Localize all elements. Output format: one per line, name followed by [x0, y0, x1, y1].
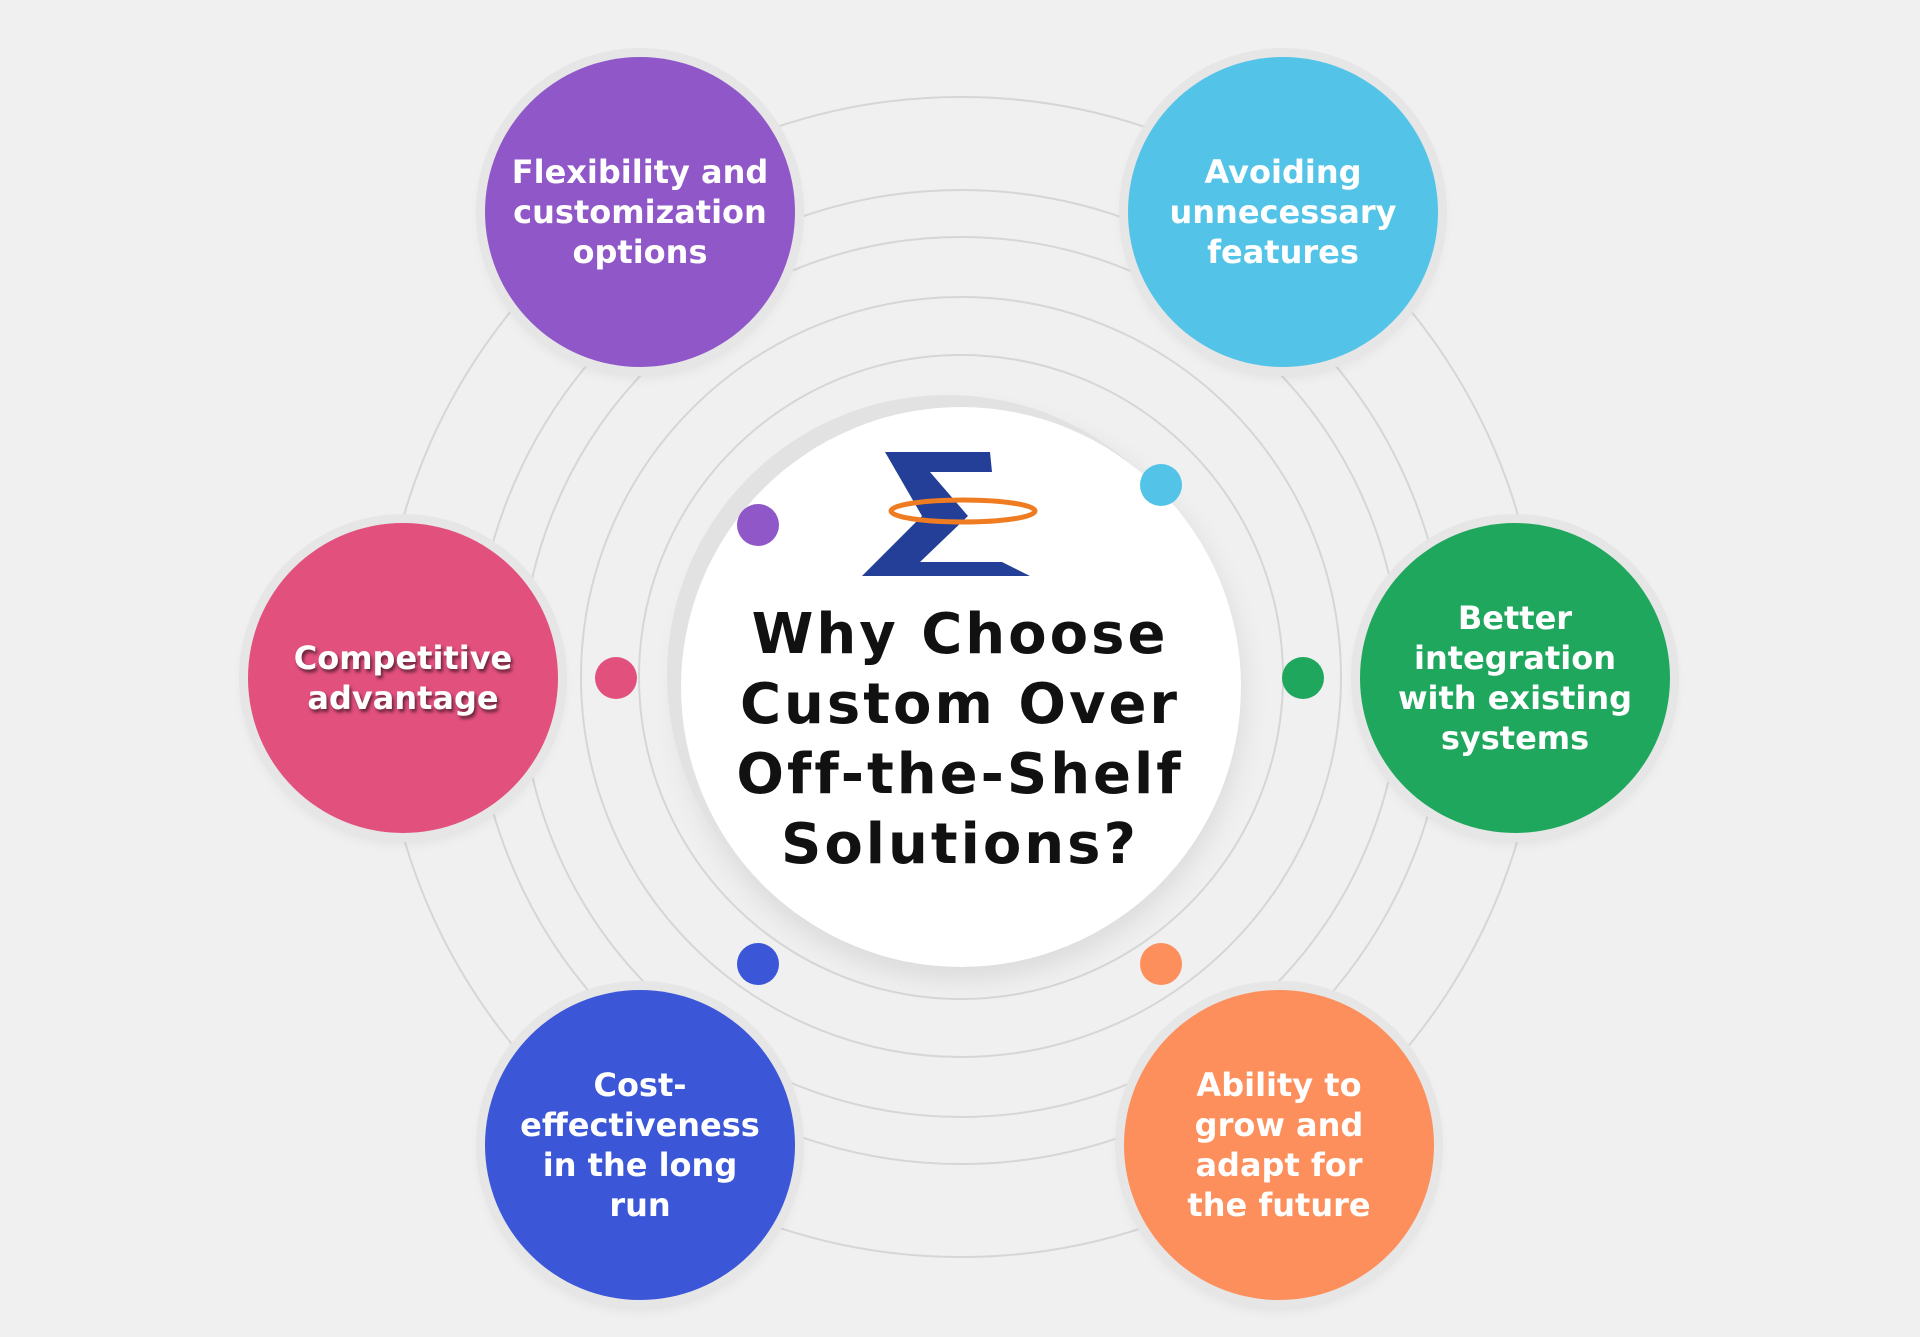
- connector-dot-flexibility: [737, 504, 779, 546]
- bubble-competitive: Competitive advantage: [248, 523, 558, 833]
- connector-dot-integration: [1282, 657, 1324, 699]
- bubble-line: run: [609, 1186, 671, 1224]
- bubble-line: systems: [1440, 719, 1590, 757]
- bubble-line: customization: [513, 193, 767, 231]
- bubble-label: Competitive advantage: [273, 638, 533, 718]
- bubble-label: Better integration with existing systems: [1385, 598, 1645, 758]
- title-line: Solutions?: [781, 812, 1139, 877]
- ring-2: [580, 296, 1342, 1058]
- bubble-label: Flexibility and customization options: [510, 152, 770, 272]
- bubble-growth: Ability to grow and adapt for the future: [1124, 990, 1434, 1300]
- bubble-line: unnecessary: [1169, 193, 1397, 231]
- connector-dot-competitive: [595, 657, 637, 699]
- bubble-line: advantage: [307, 679, 499, 717]
- bubble-label: Cost- effectiveness in the long run: [510, 1065, 770, 1225]
- diagram-title: Why Choose Custom Over Off-the-Shelf Sol…: [700, 600, 1220, 880]
- bubble-line: Avoiding: [1204, 153, 1362, 191]
- bubble-line: effectiveness: [520, 1106, 760, 1144]
- connector-dot-avoiding: [1140, 464, 1182, 506]
- bubble-label: Ability to grow and adapt for the future: [1149, 1065, 1409, 1225]
- connector-dot-growth: [1140, 943, 1182, 985]
- bubble-label: Avoiding unnecessary features: [1153, 152, 1413, 272]
- bubble-line: options: [572, 233, 708, 271]
- bubble-line: features: [1207, 233, 1359, 271]
- bubble-line: Flexibility and: [511, 153, 769, 191]
- bubble-line: Ability to: [1196, 1066, 1362, 1104]
- sigma-logo-shape: [862, 452, 1030, 576]
- title-line: Custom Over: [739, 672, 1181, 737]
- sigma-logo-orbit: [888, 497, 1038, 525]
- bubble-line: adapt for: [1195, 1146, 1363, 1184]
- bubble-line: with existing: [1397, 679, 1633, 717]
- bubble-line: in the long: [542, 1146, 738, 1184]
- bubble-line: integration: [1413, 639, 1617, 677]
- bubble-avoiding: Avoiding unnecessary features: [1128, 57, 1438, 367]
- title-line: Off-the-Shelf: [736, 742, 1184, 807]
- bubble-cost: Cost- effectiveness in the long run: [485, 990, 795, 1300]
- bubble-integration: Better integration with existing systems: [1360, 523, 1670, 833]
- bubble-flexibility: Flexibility and customization options: [485, 57, 795, 367]
- sigma-logo-icon: [862, 452, 1038, 576]
- connector-dot-cost: [737, 943, 779, 985]
- bubble-line: Better: [1457, 599, 1573, 637]
- bubble-line: the future: [1187, 1186, 1371, 1224]
- bubble-line: grow and: [1194, 1106, 1364, 1144]
- title-line: Why Choose: [751, 602, 1169, 667]
- bubble-line: Cost-: [593, 1066, 687, 1104]
- bubble-line: Competitive: [293, 639, 513, 677]
